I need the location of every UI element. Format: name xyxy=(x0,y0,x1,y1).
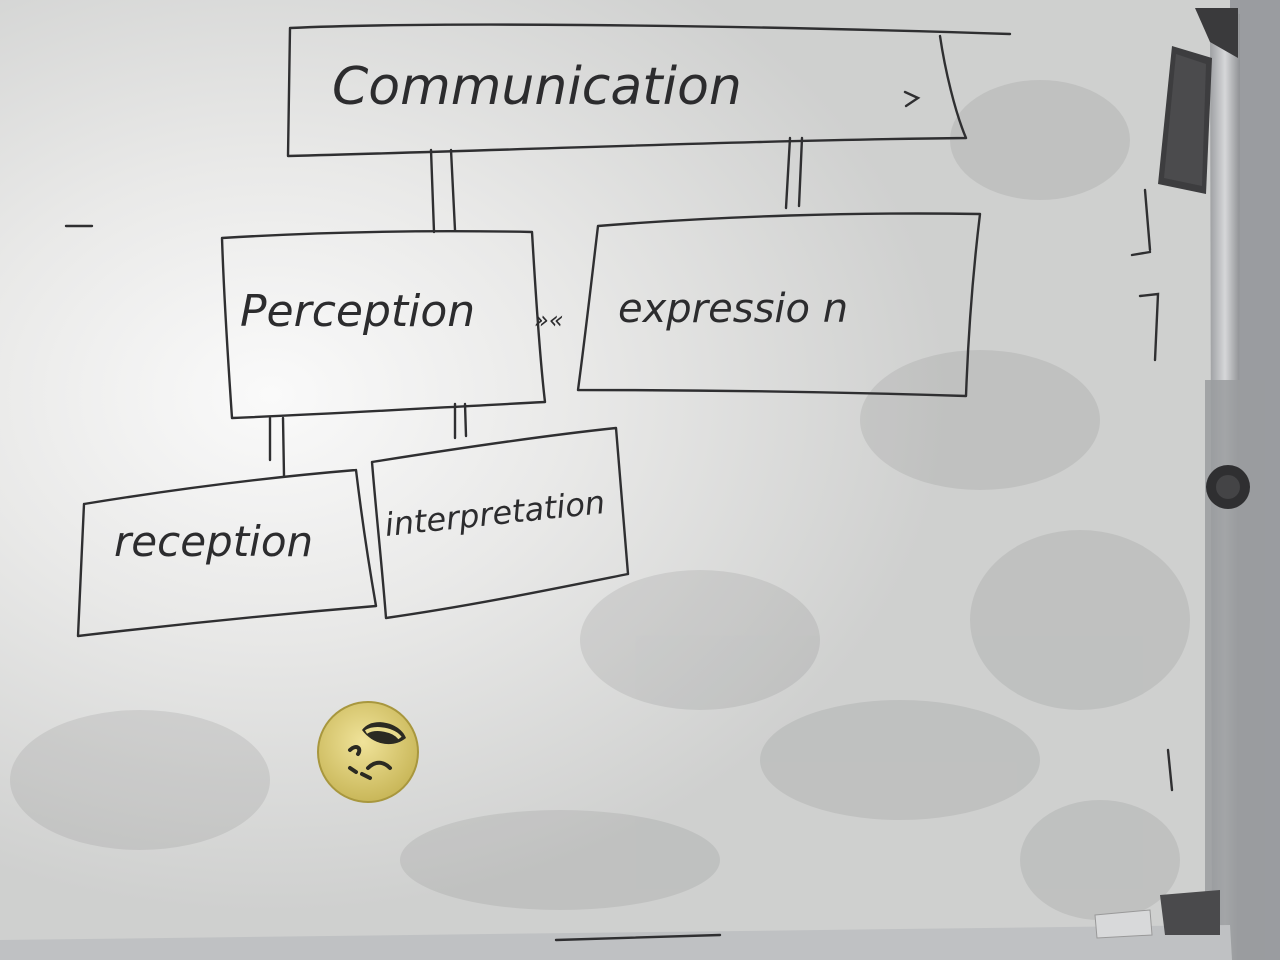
communication-box xyxy=(286,23,1012,158)
interpretation-box xyxy=(370,426,630,620)
expression-node: expressio n xyxy=(576,212,982,398)
eraser-holder-icon xyxy=(1158,46,1212,194)
frame-corner-cap-bottom xyxy=(1160,890,1220,935)
perception-expression-link-label: »« xyxy=(534,306,564,334)
perception-label: Perception xyxy=(240,286,475,337)
mount-knob-icon xyxy=(1206,465,1250,509)
stray-marks xyxy=(64,188,1174,792)
expression-box xyxy=(576,212,982,398)
reception-node: reception xyxy=(76,468,378,638)
bottom-edge-mark xyxy=(554,933,722,942)
board-surface xyxy=(0,0,1230,940)
connector-perception-to-reception xyxy=(268,416,286,478)
connector-perception-to-interpretation xyxy=(453,402,468,440)
stray-caret-mark xyxy=(903,90,921,108)
frame-corner-cap xyxy=(1195,8,1238,58)
expression-label: expressio n xyxy=(618,286,848,332)
perception-node: Perception xyxy=(220,230,547,420)
board-frame-bottom xyxy=(0,925,1232,960)
pen-tray-clip xyxy=(1094,909,1153,939)
reception-box xyxy=(76,468,378,638)
connector-root-to-perception xyxy=(429,148,457,234)
grinning-emoji-magnet-icon xyxy=(317,701,419,803)
perception-box xyxy=(220,230,547,420)
reception-label: reception xyxy=(114,517,313,566)
communication-node: Communication xyxy=(286,23,1012,158)
board-smudges xyxy=(10,80,1190,920)
connector-root-to-expression xyxy=(784,136,804,210)
communication-label: Communication xyxy=(332,57,742,117)
